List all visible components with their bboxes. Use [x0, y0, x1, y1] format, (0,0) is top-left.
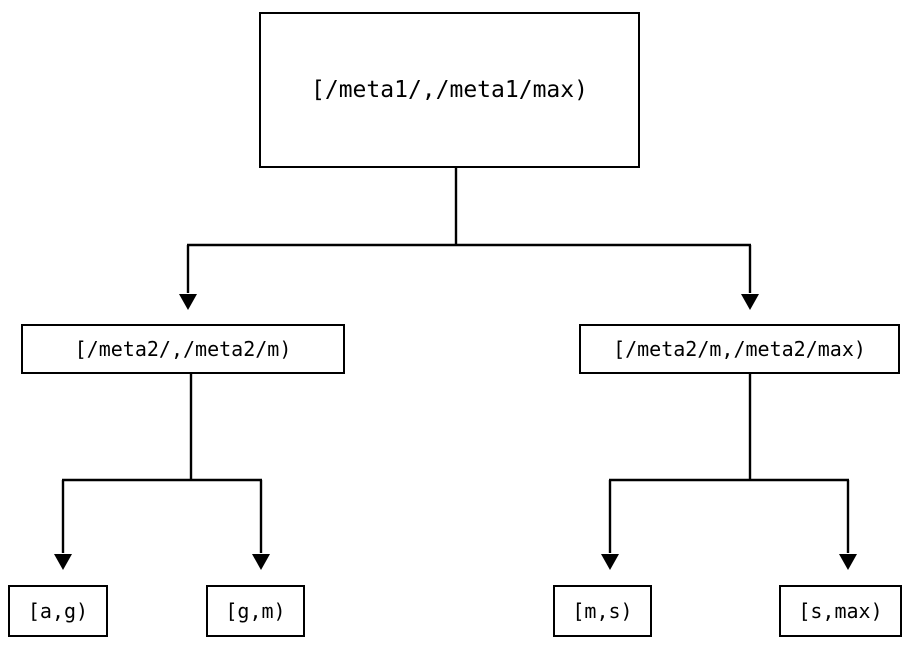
arrowhead-to-mid-left — [179, 294, 197, 310]
node-leaf-2[interactable]: [g,m) — [206, 585, 305, 637]
edge-mid-left-to-leaves — [54, 374, 270, 570]
edge-mid-right-to-leaves — [601, 374, 857, 570]
arrowhead-to-leaf-ag — [54, 554, 72, 570]
node-level2-left-label: [/meta2/,/meta2/m) — [74, 337, 292, 361]
node-leaf-3-label: [m,s) — [572, 599, 633, 623]
node-leaf-1-label: [a,g) — [27, 599, 89, 623]
node-level2-left[interactable]: [/meta2/,/meta2/m) — [21, 324, 345, 374]
node-root-label: [/meta1/,/meta1/max) — [311, 77, 588, 103]
node-leaf-4[interactable]: [s,max) — [779, 585, 902, 637]
arrowhead-to-leaf-gm — [252, 554, 270, 570]
node-leaf-1[interactable]: [a,g) — [8, 585, 108, 637]
node-root[interactable]: [/meta1/,/meta1/max) — [259, 12, 640, 168]
arrowhead-to-mid-right — [741, 294, 759, 310]
edge-root-to-level2 — [179, 168, 759, 310]
node-leaf-4-label: [s,max) — [798, 599, 883, 623]
node-level2-right-label: [/meta2/m,/meta2/max) — [613, 337, 866, 361]
node-leaf-3[interactable]: [m,s) — [553, 585, 652, 637]
node-leaf-2-label: [g,m) — [225, 599, 286, 623]
node-level2-right[interactable]: [/meta2/m,/meta2/max) — [579, 324, 900, 374]
arrowhead-to-leaf-ms — [601, 554, 619, 570]
arrowhead-to-leaf-smax — [839, 554, 857, 570]
